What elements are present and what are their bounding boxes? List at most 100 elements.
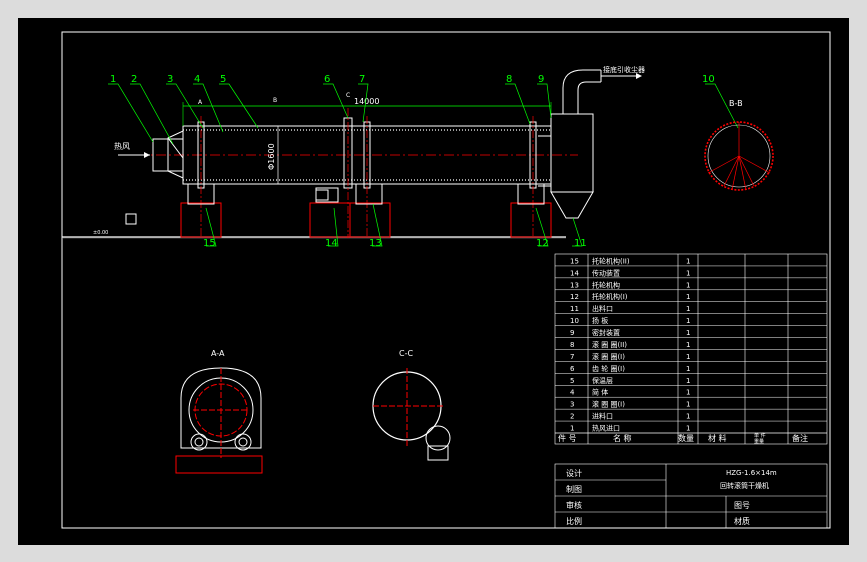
- parts-row-no: 6: [570, 365, 575, 373]
- parts-row-no: 14: [570, 269, 579, 277]
- parts-row-name: 保温层: [592, 376, 613, 385]
- section-cc: C-C: [372, 349, 451, 461]
- balloon-1: 1: [110, 74, 116, 85]
- balloon-2: 2: [131, 74, 137, 85]
- section-aa-title: A-A: [211, 349, 225, 358]
- parts-row-name: 扬 板: [592, 316, 608, 325]
- header-note: 备注: [792, 433, 808, 443]
- section-mark-a: A: [198, 99, 203, 106]
- parts-row-qty: 1: [686, 413, 690, 421]
- section-bb: B-B: [704, 99, 774, 191]
- parts-row-qty: 1: [686, 257, 690, 265]
- parts-header: 件 号 名 称 数量 材 料 单 件 重量 备注: [558, 432, 808, 445]
- parts-row-qty: 1: [686, 377, 690, 385]
- diameter-dimension: Φ1600: [267, 143, 276, 170]
- section-bb-title: B-B: [729, 99, 743, 108]
- balloon-4: 4: [194, 74, 200, 85]
- parts-row-name: 托轮机构(II): [592, 256, 630, 265]
- parts-row-name: 简 体: [592, 388, 608, 397]
- balloon-8: 8: [506, 74, 512, 85]
- length-dimension: 14000: [354, 97, 379, 106]
- parts-row-name: 齿 轮 圈(I): [592, 364, 625, 373]
- parts-row-name: 滚 圈 圈(I): [592, 400, 625, 409]
- title-drawing-no: 图号: [734, 501, 750, 510]
- parts-row-qty: 1: [686, 329, 690, 337]
- parts-row-no: 15: [570, 257, 579, 265]
- parts-row-qty: 1: [686, 269, 690, 277]
- parts-row-no: 2: [570, 413, 574, 421]
- balloon-5: 5: [220, 74, 226, 85]
- parts-row-qty: 1: [686, 389, 690, 397]
- balloon-3: 3: [167, 74, 173, 85]
- title-model: HZG-1.6×14m: [726, 469, 777, 477]
- parts-row-name: 密封装置: [592, 328, 620, 337]
- parts-row-qty: 1: [686, 293, 690, 301]
- balloon-14: 14: [325, 238, 338, 249]
- ground-elevation-mark: ±0.00: [93, 230, 108, 236]
- parts-row-name: 进料口: [592, 412, 613, 421]
- parts-row-no: 7: [570, 353, 574, 361]
- header-weight-total: 重量: [754, 438, 764, 445]
- leader-lines: [108, 83, 739, 247]
- section-cc-title: C-C: [399, 349, 413, 358]
- discharge-hood: 接底引收尘器: [538, 65, 645, 219]
- section-aa: A-A: [175, 349, 263, 474]
- header-name: 名 称: [613, 433, 632, 443]
- section-mark-b: B: [273, 97, 277, 104]
- parts-row-qty: 1: [686, 353, 690, 361]
- exhaust-label: 接底引收尘器: [603, 65, 645, 74]
- foundation-3: [349, 183, 391, 238]
- balloon-7: 7: [359, 74, 365, 85]
- header-material: 材 料: [708, 433, 727, 443]
- balloon-13: 13: [369, 238, 382, 249]
- parts-row-no: 11: [570, 305, 579, 313]
- dryer-elevation: 热风 Φ1600 14000 A B C: [93, 65, 645, 238]
- parts-row-no: 4: [570, 389, 575, 397]
- parts-row-qty: 1: [686, 365, 690, 373]
- title-scale: 比例: [566, 516, 582, 526]
- title-draw: 制图: [566, 484, 582, 494]
- parts-row-name: 传动装置: [592, 268, 620, 277]
- parts-row-name: 出料口: [592, 304, 613, 313]
- parts-row-no: 9: [570, 329, 574, 337]
- title-design: 设计: [566, 468, 582, 478]
- parts-row-qty: 1: [686, 341, 690, 349]
- balloon-10: 10: [702, 74, 715, 85]
- parts-row-name: 滚 圈 圈(I): [592, 352, 625, 361]
- drawing-border: [61, 31, 831, 529]
- title-material: 材质: [734, 516, 750, 526]
- parts-row-no: 12: [570, 293, 579, 301]
- parts-row-qty: 1: [686, 425, 690, 433]
- parts-row-qty: 1: [686, 317, 690, 325]
- parts-row-no: 5: [570, 377, 574, 385]
- parts-row-qty: 1: [686, 281, 690, 289]
- balloon-11: 11: [574, 238, 587, 249]
- header-qty: 数量: [678, 433, 694, 443]
- title-block: [554, 463, 828, 529]
- parts-row-no: 3: [570, 401, 574, 409]
- balloon-9: 9: [538, 74, 544, 85]
- parts-row-name: 托轮机构: [592, 280, 620, 289]
- title-check: 审核: [566, 500, 582, 510]
- parts-row-name: 滚 圈 圈(II): [592, 340, 627, 349]
- foundation-1: [180, 183, 222, 238]
- section-mark-c: C: [346, 92, 350, 99]
- parts-row-no: 13: [570, 281, 579, 289]
- header-weight-single: 单 件: [754, 432, 766, 439]
- title-name: 回转滚筒干燥机: [720, 481, 769, 490]
- cad-drawing-frame: 热风 Φ1600 14000 A B C: [18, 18, 849, 545]
- balloon-12: 12: [536, 238, 549, 249]
- parts-row-qty: 1: [686, 401, 690, 409]
- header-no: 件 号: [558, 433, 577, 443]
- parts-row-no: 8: [570, 341, 574, 349]
- parts-row-name: 托轮机构(I): [592, 292, 628, 301]
- cad-canvas: 热风 Φ1600 14000 A B C: [61, 31, 831, 529]
- balloon-15: 15: [203, 238, 216, 249]
- parts-row-name: 热风进口: [592, 424, 620, 433]
- balloon-6: 6: [324, 74, 330, 85]
- parts-row-qty: 1: [686, 305, 690, 313]
- parts-row-no: 1: [570, 425, 574, 433]
- foundation-4: [510, 183, 552, 238]
- parts-row-no: 10: [570, 317, 579, 325]
